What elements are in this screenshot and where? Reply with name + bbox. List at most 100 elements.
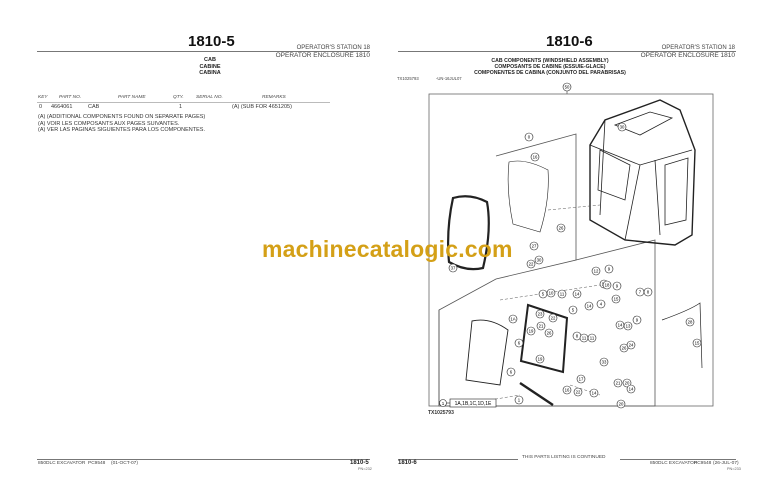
callout-circle	[535, 354, 545, 364]
callout-circle	[643, 287, 653, 297]
footer-date: (01-OCT-07)	[111, 461, 138, 466]
callout: 4	[596, 299, 606, 309]
subsection-label: OPERATOR ENCLOSURE 1810	[640, 52, 735, 59]
callout-number: 11	[590, 336, 595, 341]
callout-number: 50	[565, 85, 570, 90]
title-es: COMPONENTES DE CABINA (CONJUNTO DEL PARA…	[474, 70, 626, 76]
callout: 22	[526, 259, 536, 269]
callout: 26	[556, 223, 566, 233]
callout: 26	[544, 328, 554, 338]
figure-caption: TX1025793	[428, 410, 454, 416]
callout: 27	[529, 241, 539, 251]
footer-page-number: 1810-5	[350, 460, 369, 466]
wiper-blade	[519, 382, 554, 406]
callout: 14	[626, 384, 636, 394]
section-title: CAB COMPONENTS (WINDSHIELD ASSEMBLY) COM…	[470, 58, 630, 76]
callout-circle	[524, 132, 534, 142]
callout-circle	[568, 305, 578, 315]
footer-pn: PN=232	[358, 467, 372, 471]
callout: 6	[506, 367, 516, 377]
callout-number: 14	[587, 304, 592, 309]
callout-circle	[623, 321, 633, 331]
callout-number: 19	[538, 357, 543, 362]
callout-number: 22	[529, 262, 534, 267]
footer-catalog: PC9548	[88, 461, 106, 466]
callout-circle	[514, 338, 524, 348]
kit-label: 1 1A,1B,1C,1D,1E	[439, 398, 497, 408]
col-qty: QTY.	[173, 95, 184, 100]
col-remarks: REMARKS	[262, 95, 286, 100]
callout-circle	[692, 338, 702, 348]
title-en: CAB COMPONENTS (WINDSHIELD ASSEMBLY)	[491, 58, 609, 64]
callout-circle	[562, 82, 572, 92]
callout-number: 22	[551, 316, 556, 321]
callout: 19	[535, 354, 545, 364]
callout-number: 28	[688, 320, 693, 325]
callout-circle	[514, 395, 524, 405]
callout-number: 16	[565, 388, 570, 393]
callout-number: 20	[625, 381, 630, 386]
callout-circle	[526, 259, 536, 269]
callout-number: 14	[575, 292, 580, 297]
footer-pn: PN=233	[727, 467, 741, 471]
figure-ref: -UN-16JUL07	[436, 76, 462, 81]
callout-circle	[596, 299, 606, 309]
title-fr: COMPOSANTS DE CABINE (ESSUIE-GLACE)	[494, 64, 606, 70]
callout-number: 33	[602, 360, 607, 365]
callout-number: 9	[616, 284, 619, 289]
callout: 50	[562, 82, 572, 92]
callout-number: 11	[582, 336, 587, 341]
callout: 11	[587, 333, 597, 343]
subsection-label: OPERATOR ENCLOSURE 1810	[275, 52, 370, 59]
callout: 30	[617, 122, 627, 132]
callout-number: 15	[695, 341, 700, 346]
upper-glass	[507, 160, 549, 233]
section-title: CAB CABINE CABINA	[180, 57, 240, 77]
callout: 21	[536, 321, 546, 331]
callout: 9	[612, 281, 622, 291]
callout-circle	[632, 315, 642, 325]
callout-circle	[685, 317, 695, 327]
cab-illustration	[589, 99, 696, 246]
callout-number: 5	[542, 292, 545, 297]
callout-circle	[573, 387, 583, 397]
callout-circle	[599, 357, 609, 367]
callout: 14	[584, 301, 594, 311]
row-part-no: 4664061	[51, 104, 73, 110]
callout-circle	[613, 378, 623, 388]
windshield-frame	[519, 303, 569, 374]
inset-panel-lower	[438, 239, 656, 407]
lower-glass	[465, 319, 509, 386]
callout-number: 8	[576, 334, 579, 339]
callout-number: 6	[510, 370, 513, 375]
callout-number: 11	[560, 292, 565, 297]
divider	[37, 51, 370, 52]
callout-circle	[617, 122, 627, 132]
callout-number: 26	[559, 226, 564, 231]
callout-circle	[626, 384, 636, 394]
footer-divider-left	[398, 459, 518, 460]
callout-circle	[529, 241, 539, 251]
notes: (A) (ADDITIONAL COMPONENTS FOUND ON SEPA…	[38, 114, 205, 134]
section-label: OPERATOR'S STATION 18	[661, 45, 735, 51]
callout: 14	[589, 388, 599, 398]
callout-number: 14	[592, 391, 597, 396]
callout: 20	[622, 378, 632, 388]
callout-number: 23	[538, 312, 543, 317]
callout: 13	[623, 321, 633, 331]
callout-number: 16	[533, 155, 538, 160]
divider	[398, 51, 736, 52]
callout: 8	[643, 287, 653, 297]
page-number: 1810-5	[188, 33, 235, 50]
callout-number: 6	[518, 341, 521, 346]
callout-circle	[548, 313, 558, 323]
callout: 1	[514, 395, 524, 405]
callout: 10	[546, 288, 556, 298]
callout: 5	[568, 305, 578, 315]
callout: 22	[573, 387, 583, 397]
callout-number: 13	[626, 324, 631, 329]
callout: 9	[604, 264, 614, 274]
title-es: CABINA	[199, 70, 221, 76]
callout: 23	[535, 309, 545, 319]
windshield-seal	[447, 195, 490, 271]
